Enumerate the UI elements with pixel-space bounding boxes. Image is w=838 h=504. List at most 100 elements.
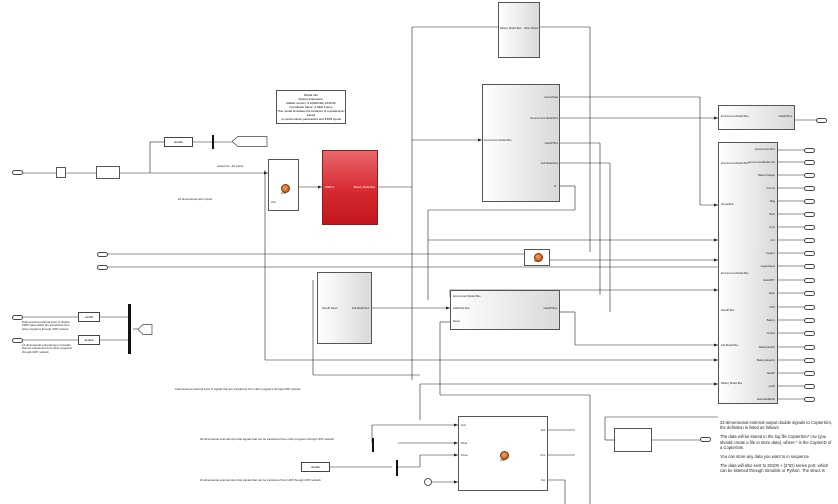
outport-10[interactable] xyxy=(804,264,815,269)
out-port-14: Battery xyxy=(766,319,775,322)
outport-2[interactable] xyxy=(804,160,815,165)
outport-16[interactable] xyxy=(804,345,815,350)
note-para-3: You can store any data you want to in se… xyxy=(720,454,810,460)
unit-delay-block[interactable] xyxy=(96,166,120,179)
clock-block[interactable] xyxy=(424,478,432,486)
note-para-1: 32-dimensional external output double si… xyxy=(720,420,832,431)
sfunction-block-mid[interactable]: Fcn xyxy=(524,249,550,266)
fail-port-in-2: FailModel Bus xyxy=(453,307,470,310)
out-bus-in-1: Environment Model Bus xyxy=(721,162,749,165)
signal-lines xyxy=(22,26,816,504)
double-convert-block-top[interactable]: double xyxy=(164,137,193,147)
out-port-15: Control xyxy=(766,332,775,335)
outport-nav[interactable] xyxy=(816,118,827,123)
outport-9[interactable] xyxy=(804,251,815,256)
outport-7[interactable] xyxy=(804,225,815,230)
environment-navhp-block[interactable]: Environment Model Bus NavHP Bus xyxy=(718,105,795,130)
out-port-1: Environment Bus xyxy=(755,148,775,151)
battery-model-block[interactable]: Battery Model Bus Other Model xyxy=(498,2,540,58)
battery-port-left: Battery Model Bus xyxy=(500,27,522,30)
udp-send-block[interactable] xyxy=(614,428,652,452)
double-convert-block-bottom[interactable]: double xyxy=(301,462,330,472)
out-bus-in-5: Fail Model Bus xyxy=(721,344,739,347)
outport-4[interactable] xyxy=(804,186,815,191)
mux-bar-left xyxy=(128,304,131,354)
output-bus-block[interactable]: Environment Model Bus SensorBus Environm… xyxy=(718,142,778,404)
udp-port-out-1: Fail xyxy=(540,429,545,432)
fail-port-out: NavHP Bus xyxy=(543,307,557,310)
sfunction-icon xyxy=(534,253,543,262)
motor-model-block[interactable]: PWM In Battery Model Bus xyxy=(322,150,378,225)
out-port-17: BatteryCapacity xyxy=(756,359,775,362)
outport-6[interactable] xyxy=(804,212,815,217)
input-label-1: output the ~16 inputs xyxy=(217,164,244,168)
outport-18[interactable] xyxy=(804,371,815,376)
out-port-4: Current xyxy=(766,187,775,190)
uint32-convert-block[interactable]: uint32 xyxy=(78,312,100,322)
demux-bar-bottom-2 xyxy=(396,460,398,476)
out-port-8: Acc xyxy=(770,239,775,242)
dyn-port-out-4: Fail Model Bus xyxy=(540,162,558,165)
outport-17[interactable] xyxy=(804,358,815,363)
outport-13[interactable] xyxy=(804,305,815,310)
navhp-reset-block[interactable]: NavHP Reset Fail Model Bus xyxy=(317,272,372,344)
double-convert-block-left[interactable]: double xyxy=(78,335,100,345)
goto-tag-top[interactable] xyxy=(232,136,268,147)
arrow-heads xyxy=(264,116,718,484)
goto-tag-left[interactable] xyxy=(138,324,153,335)
sfunction-icon xyxy=(281,184,290,193)
outport-12[interactable] xyxy=(804,291,815,296)
out-bus-in-2: SensorBus xyxy=(721,203,734,206)
udp-port-in-1: sfun xyxy=(461,424,466,427)
inport-udp-1[interactable] xyxy=(12,315,23,320)
out-port-5: Mag xyxy=(769,200,775,203)
out-port-11: EulerRPY xyxy=(763,279,775,282)
sfunction-block-pwm[interactable]: sfun sfun xyxy=(268,159,299,211)
dynamics-model-block[interactable]: Environment Model Bus SensorData Environ… xyxy=(482,84,560,202)
navhp-port-left: NavHP Reset xyxy=(322,307,338,310)
outport-11[interactable] xyxy=(804,278,815,283)
dyn-port-out-5: B xyxy=(554,185,556,188)
uint32-label: uint32 xyxy=(84,315,94,319)
udp-sfunction-block[interactable]: sfun sfun Wind Force Fail Pos Out xyxy=(458,416,548,491)
outport-19[interactable] xyxy=(804,384,815,389)
outport-20[interactable] xyxy=(804,397,815,402)
udp-port-in-3: Force xyxy=(461,454,468,457)
outport-udp[interactable] xyxy=(700,437,711,442)
failmodel-block[interactable]: Environment Model Bus FailModel Bus Rese… xyxy=(450,290,560,330)
double-label-top: double xyxy=(173,140,183,144)
outport-1[interactable] xyxy=(804,148,815,153)
inport-mid-1[interactable] xyxy=(97,252,108,257)
fail-port-in-3: Reset xyxy=(453,320,460,323)
model-info-box: Model Info Model parameters: Matlab vers… xyxy=(276,90,346,124)
motor-port-in: PWM In xyxy=(325,186,335,189)
outport-5[interactable] xyxy=(804,199,815,204)
model-info-line-4: Coordinate frame: 4 NED Frame xyxy=(289,105,333,109)
udp-port-in-2: Wind xyxy=(461,442,467,445)
outport-3[interactable] xyxy=(804,173,815,178)
inport-mid-2[interactable] xyxy=(97,265,108,270)
out-port-16: BatterySwitch xyxy=(759,346,775,349)
udp-port-out-3: Out xyxy=(540,479,545,482)
outport-14[interactable] xyxy=(804,318,815,323)
dyn-port-out-2: Environment Model Bus xyxy=(530,117,558,120)
inport-pwm[interactable] xyxy=(12,170,23,175)
out-port-19: sysID xyxy=(768,385,775,388)
rate-transition-block[interactable] xyxy=(56,167,66,178)
out-port-7: Gyro xyxy=(769,226,775,229)
env-top-port-in: Environment Model Bus xyxy=(721,115,749,118)
out-bus-in-6: Battery Model Bus xyxy=(721,382,743,385)
udp-sfun-label: sfun xyxy=(500,459,505,462)
inport-udp-2[interactable] xyxy=(12,338,23,343)
fail-port-in-1: Environment Model Bus xyxy=(453,295,481,298)
double-label-left: double xyxy=(84,338,94,342)
out-port-18: NavHP xyxy=(766,372,775,375)
outport-15[interactable] xyxy=(804,331,815,336)
out-bus-in-4: NavHP Bus xyxy=(721,309,735,312)
sfun-mid-label: Fcn xyxy=(534,260,539,263)
battery-port-right: Other Model xyxy=(523,27,538,30)
left-note-1: 8-dimensional external input of double: … xyxy=(22,320,71,331)
outport-8[interactable] xyxy=(804,238,815,243)
model-info-line-1: Model Info xyxy=(303,93,318,97)
out-port-12: Euler xyxy=(768,292,775,295)
